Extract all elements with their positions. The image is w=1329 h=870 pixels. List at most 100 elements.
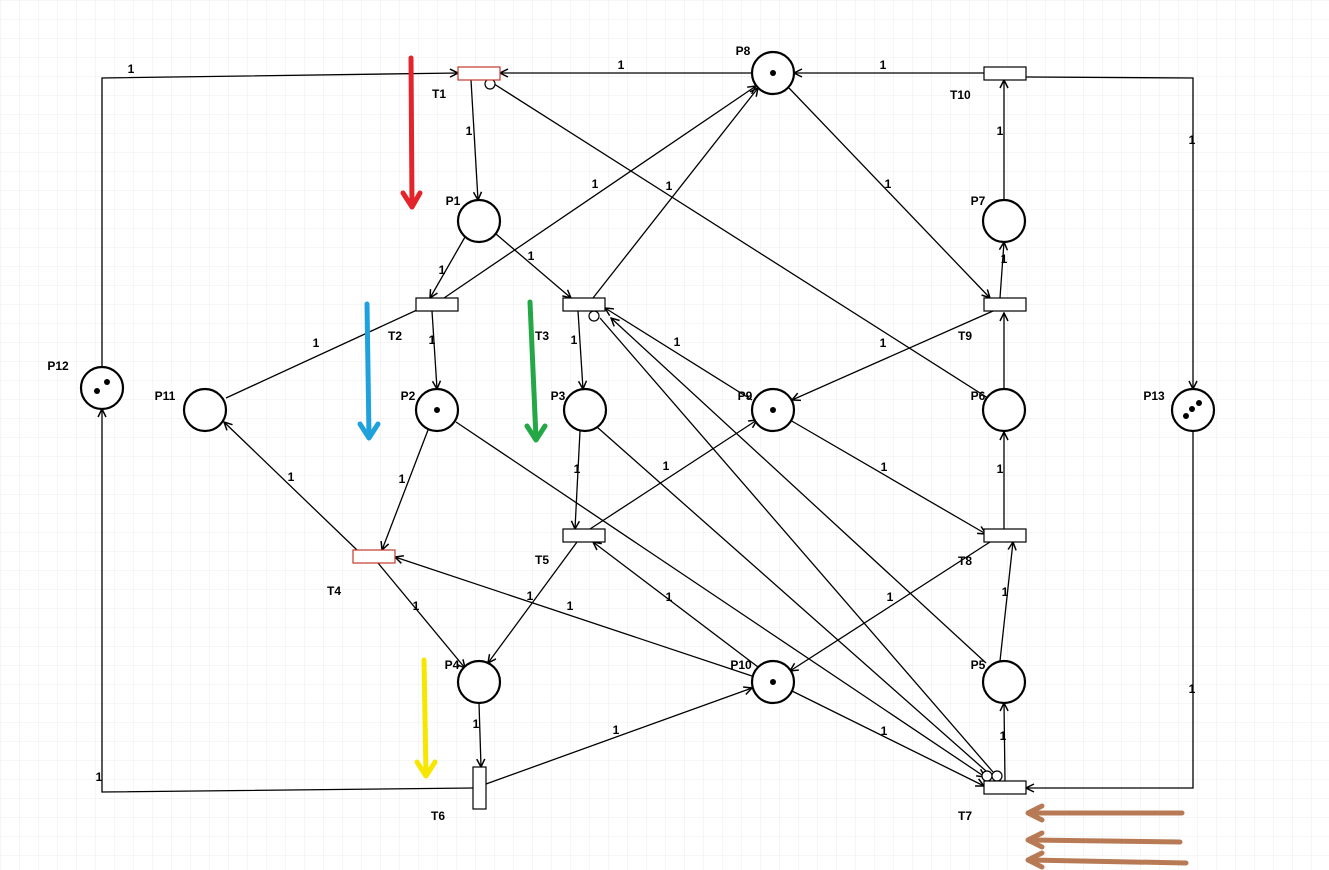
place-circle[interactable]	[456, 659, 502, 705]
arc-weight-label: 1	[618, 58, 625, 72]
arc-t3-to-p3	[577, 310, 583, 389]
place-p10[interactable]	[750, 659, 796, 705]
place-circle[interactable]	[981, 198, 1027, 244]
place-label: P1	[446, 194, 461, 208]
arc-weight-label: 1	[473, 717, 480, 731]
brown-left-arrow-icon-3	[1025, 850, 1189, 870]
arc-weight-label: 1	[439, 263, 446, 277]
arc-p9-to-t3	[605, 308, 753, 401]
place-p6[interactable]	[981, 387, 1027, 433]
arc-weight-label: 1	[1189, 682, 1196, 696]
place-circle[interactable]	[981, 387, 1027, 433]
arc-t8-to-p10	[790, 541, 991, 671]
arc-t3-to-t7	[599, 317, 994, 773]
transition-t9[interactable]	[983, 297, 1027, 312]
arc-weight-label: 1	[880, 336, 887, 350]
arc-weight-label: 1	[674, 335, 681, 349]
transition-label: T10	[950, 88, 971, 102]
place-p13[interactable]	[1170, 387, 1216, 433]
blue-down-arrow-icon	[357, 301, 381, 441]
place-p4[interactable]	[456, 659, 502, 705]
arc-t7-to-p5	[1004, 703, 1005, 782]
arc-weight-label: 1	[592, 177, 599, 191]
transition-t5[interactable]	[562, 528, 606, 543]
places-layer	[79, 50, 1216, 705]
transition-t7[interactable]	[983, 780, 1027, 795]
arc-weight-label: 1	[466, 124, 473, 138]
token-dot	[770, 679, 776, 685]
arc-t6-to-p10	[485, 688, 752, 785]
place-p1[interactable]	[456, 198, 502, 244]
place-label: P6	[971, 389, 986, 403]
arc-p13-to-t7	[1026, 431, 1194, 788]
transition-label: T5	[535, 553, 549, 567]
place-label: P13	[1143, 389, 1165, 403]
transition-t6[interactable]	[472, 766, 487, 810]
place-p8[interactable]	[750, 50, 796, 96]
arc-weight-label: 1	[997, 462, 1004, 476]
inhibitor-circle-icon	[981, 770, 993, 782]
arc-weight-label: 1	[288, 470, 295, 484]
arc-p11-to-t2	[225, 304, 430, 399]
arc-weight-label: 1	[1189, 133, 1196, 147]
arc-p2-to-t4	[382, 429, 429, 550]
annotation-arrows	[357, 55, 1189, 870]
place-circle[interactable]	[79, 365, 125, 411]
arc-weight-label: 1	[429, 333, 436, 347]
yellow-down-arrow-icon	[414, 657, 438, 779]
place-label: P7	[971, 194, 986, 208]
token-dot	[94, 388, 100, 394]
transition-label: T9	[958, 329, 972, 343]
arc-weight-label: 1	[399, 472, 406, 486]
arc-weight-label: 1	[881, 460, 888, 474]
place-label: P12	[47, 359, 69, 373]
transition-t2[interactable]	[415, 297, 459, 312]
arc-weight-label: 1	[887, 590, 894, 604]
place-p7[interactable]	[981, 198, 1027, 244]
place-circle[interactable]	[562, 387, 608, 433]
arc-weight-label: 1	[613, 723, 620, 737]
place-circle[interactable]	[182, 387, 228, 433]
transition-label: T2	[388, 329, 402, 343]
arc-t10-to-p13	[1025, 76, 1193, 389]
place-label: P3	[551, 389, 566, 403]
place-p2[interactable]	[414, 387, 460, 433]
inhibitor-circle-icon	[991, 770, 1003, 782]
place-label: P10	[730, 658, 752, 672]
arc-p9-to-t8	[789, 419, 986, 534]
arc-weight-label: 1	[881, 724, 888, 738]
transition-label: T4	[327, 584, 341, 598]
transition-label: T1	[432, 87, 446, 101]
arc-weight-label: 1	[880, 58, 887, 72]
place-p9[interactable]	[750, 387, 796, 433]
transition-t1[interactable]	[457, 66, 501, 81]
arc-t5-to-p9	[589, 420, 757, 530]
transitions-layer	[352, 66, 1027, 810]
token-dot	[770, 70, 776, 76]
arc-p3-to-t7	[596, 426, 987, 772]
arc-t9-to-p9	[792, 310, 994, 400]
transition-label: T3	[535, 329, 549, 343]
place-circle[interactable]	[456, 198, 502, 244]
arc-weight-label: 1	[413, 599, 420, 613]
place-p11[interactable]	[182, 387, 228, 433]
arc-weight-label: 1	[1001, 252, 1008, 266]
green-down-arrow-icon	[524, 299, 548, 443]
transition-t4[interactable]	[352, 549, 396, 564]
arc-t9-to-p7	[1000, 242, 1004, 299]
arc-weight-label: 1	[313, 336, 320, 350]
transition-label: T7	[958, 809, 972, 823]
transition-t3[interactable]	[562, 297, 606, 312]
place-p5[interactable]	[981, 659, 1027, 705]
transition-t8[interactable]	[983, 528, 1027, 543]
place-p12[interactable]	[79, 365, 125, 411]
arc-t4-to-p11	[224, 422, 358, 551]
arc-weight-label: 1	[1002, 585, 1009, 599]
place-p3[interactable]	[562, 387, 608, 433]
arc-weight-label: 1	[666, 590, 673, 604]
token-dot	[104, 379, 110, 385]
place-circle[interactable]	[981, 659, 1027, 705]
transition-t10[interactable]	[983, 66, 1027, 81]
arc-p8-to-t9	[788, 87, 990, 298]
